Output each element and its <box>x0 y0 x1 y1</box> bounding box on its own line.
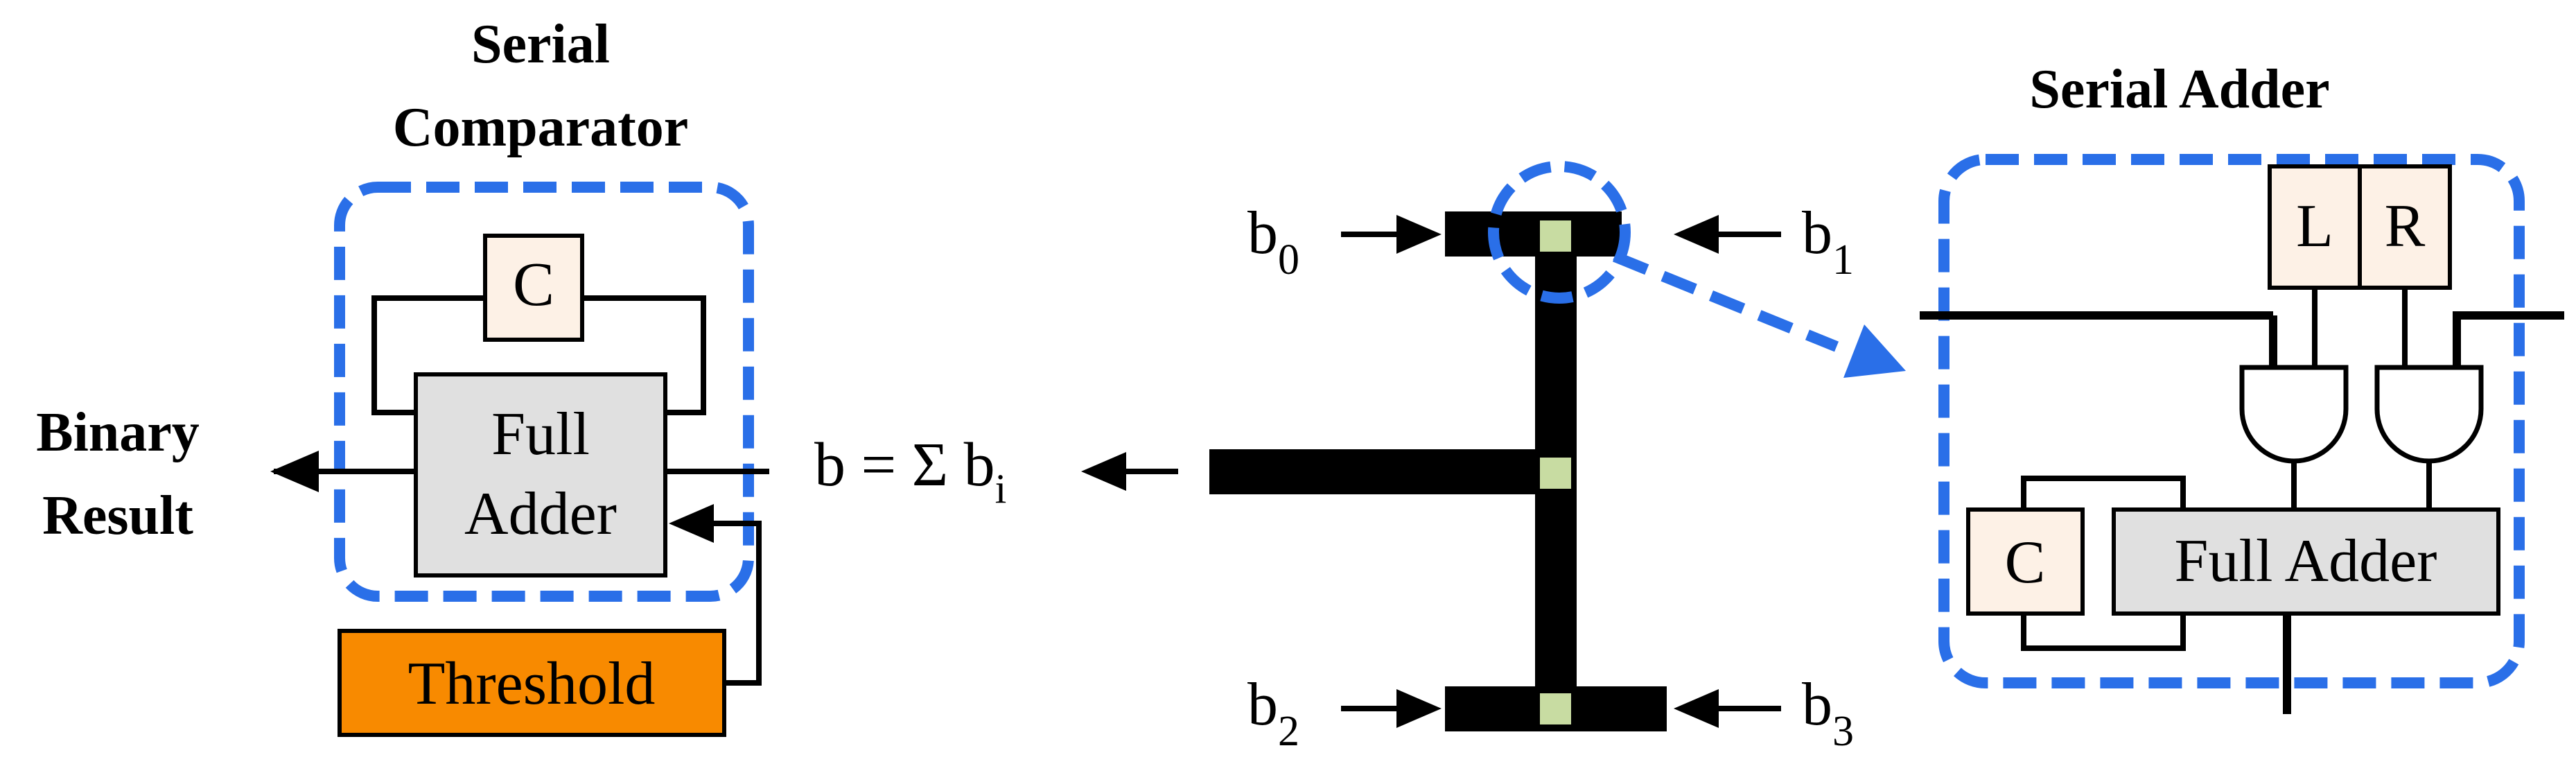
input-b3-base: b <box>1802 671 1832 738</box>
input-b2-base: b <box>1247 671 1278 738</box>
input-b1-label: b1 <box>1802 200 1854 284</box>
input-b3-arrowhead <box>1674 689 1719 728</box>
r-register-label: R <box>2385 193 2426 260</box>
right-and-gate <box>2374 365 2484 464</box>
tree-node-middle <box>1540 458 1571 489</box>
sum-label: b = Σ bi <box>814 431 1006 512</box>
zoom-arrowhead <box>1843 324 1906 378</box>
adder-carry-register <box>1966 507 2085 616</box>
tree-node-bottom <box>1540 693 1571 724</box>
input-b3-label: b3 <box>1802 671 1854 755</box>
serial-full-adder-label: Full Adder <box>2175 528 2437 595</box>
input-b2: b2 <box>1247 671 1442 755</box>
input-b1: b1 <box>1674 200 1854 284</box>
adder-tree: b = Σ bi b0 b1 <box>814 161 1906 755</box>
comparator-carry-label: C <box>513 250 554 319</box>
input-b1-arrowhead <box>1674 215 1719 254</box>
comparator-full-adder <box>414 372 667 578</box>
serial-adder-title: Serial Adder <box>2029 59 2329 120</box>
sum-arrowhead <box>1081 452 1126 491</box>
comparator-title-line1: Serial <box>471 14 610 75</box>
input-b0-label: b0 <box>1247 200 1299 284</box>
sum-label-main: b = Σ b <box>814 431 995 499</box>
input-b1-base: b <box>1802 200 1832 267</box>
adder-carry-label: C <box>2005 529 2046 596</box>
right-gate-input-bus <box>2453 311 2474 367</box>
comparator-carry-loop <box>371 295 706 415</box>
zoom-arrow-line <box>1612 251 1839 352</box>
comparator-adder-line2: Adder <box>464 480 617 548</box>
comparator-adder-line1: Full <box>491 401 590 468</box>
input-b0-sub: 0 <box>1278 236 1299 284</box>
serial-adder-dashed-boundary <box>1938 154 2525 688</box>
comparator-dashed-boundary <box>334 182 754 602</box>
threshold-arrowhead <box>669 504 714 543</box>
input-b3-sub: 3 <box>1832 708 1854 755</box>
input-b1-sub: 1 <box>1832 236 1854 284</box>
binary-result-line2: Result <box>42 485 193 546</box>
serial-comparator: Serial Comparator C Full Adder Threshold… <box>36 14 769 737</box>
comparator-carry-register <box>483 234 584 342</box>
input-b0: b0 <box>1247 200 1442 284</box>
input-b2-arrowhead <box>1396 689 1442 728</box>
input-b2-label: b2 <box>1247 671 1299 755</box>
binary-result-line1: Binary <box>36 402 200 463</box>
r-register <box>2358 164 2452 290</box>
serial-adder: Serial Adder L R C Full Adder <box>1920 59 2564 714</box>
output-arrowhead <box>270 451 319 492</box>
sum-label-subscript: i <box>995 466 1007 512</box>
input-b3: b3 <box>1674 671 1854 755</box>
comparator-title-line2: Comparator <box>393 97 689 158</box>
threshold-feed-wire <box>700 521 762 686</box>
input-b0-arrowhead <box>1396 215 1442 254</box>
threshold-box <box>338 629 726 737</box>
left-and-gate <box>2239 365 2349 464</box>
threshold-label: Threshold <box>408 650 656 718</box>
zoom-circle <box>1488 161 1631 304</box>
adder-carry-loop <box>2021 476 2186 651</box>
l-register-label: L <box>2296 193 2333 260</box>
serial-full-adder <box>2112 507 2500 616</box>
tree-top-bar <box>1445 211 1622 257</box>
tree-output-bar <box>1209 449 1577 494</box>
input-b2-sub: 2 <box>1278 708 1299 755</box>
tree-node-top <box>1540 220 1571 252</box>
input-b0-base: b <box>1247 200 1278 267</box>
